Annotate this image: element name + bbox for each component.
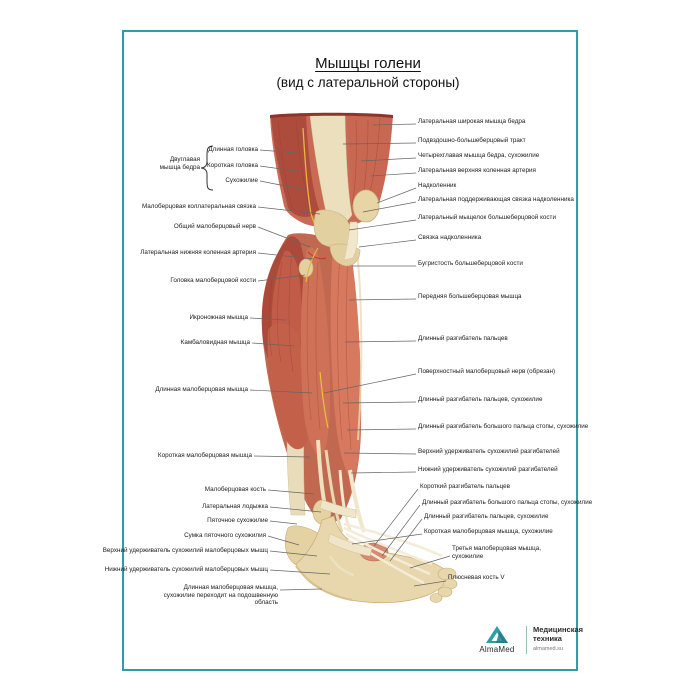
anatomy-label-right: Четырехглавая мышца бедра, сухожилие bbox=[418, 152, 540, 159]
anatomy-label-right: Короткий разгибатель пальцев bbox=[420, 483, 510, 490]
anatomy-label-left: Головка малоберцовой кости bbox=[170, 277, 256, 284]
peroneus-longus bbox=[300, 247, 330, 458]
anatomy-label-left: Камбаловидная мышца bbox=[180, 339, 250, 346]
toes bbox=[429, 567, 458, 603]
anatomy-label-right: Латеральная поддерживающая связка надкол… bbox=[418, 196, 574, 203]
ankle-foot bbox=[285, 499, 458, 604]
anatomy-label-right: Длинный разгибатель большого пальца стоп… bbox=[418, 423, 589, 430]
inferior-extensor-retinaculum bbox=[327, 533, 373, 557]
anatomy-label-left: Пяточное сухожилие bbox=[207, 517, 268, 524]
group-bracket bbox=[200, 145, 214, 191]
anatomy-label-left: Нижний удерживатель сухожилий малоберцов… bbox=[104, 566, 268, 573]
dorsal-tendon-fan bbox=[343, 522, 443, 585]
poster-frame bbox=[122, 30, 578, 671]
logo-tagline: техника bbox=[533, 633, 562, 643]
lower-leg-muscles bbox=[261, 233, 363, 524]
fibular-head bbox=[298, 258, 314, 278]
anatomy-label-left: Общий малоберцовый нерв bbox=[173, 223, 256, 230]
publisher-logo: AlmaMed Медицинская техника almamed.su bbox=[474, 626, 583, 654]
anatomy-label-right: Короткая малоберцовая мышца, сухожилие bbox=[424, 528, 553, 535]
anatomy-label-right: Передняя большеберцовая мышца bbox=[418, 293, 522, 300]
anatomy-label-left: Верхний удерживатель сухожилий малоберцо… bbox=[102, 547, 268, 554]
anatomy-label-left: Малоберцовая кость bbox=[204, 486, 266, 493]
anatomy-label-right: Длинный разгибатель большого пальца стоп… bbox=[422, 499, 593, 506]
anatomy-label-left: Сухожилие bbox=[225, 177, 258, 184]
logo-divider bbox=[526, 626, 527, 654]
anatomy-label-left: Короткая головка bbox=[207, 162, 258, 169]
anatomy-label-right: Нижний удерживатель сухожилий разгибател… bbox=[418, 466, 558, 473]
anatomy-label-right: Длинный разгибатель пальцев bbox=[418, 335, 508, 342]
logo-tagline: Медицинская bbox=[533, 625, 584, 635]
anatomy-label-right: Длинный разгибатель пальцев, сухожилие bbox=[424, 513, 549, 520]
anatomy-label-left: Латеральная нижняя коленная артерия bbox=[140, 249, 256, 256]
anatomy-label-right: Связка надколенника bbox=[418, 234, 482, 241]
extensor-digitorum-longus bbox=[330, 241, 361, 482]
anatomy-label-left: Длинная малоберцовая мышца bbox=[155, 386, 248, 393]
anatomy-label-left: Короткая малоберцовая мышца bbox=[157, 452, 252, 459]
anatomy-label-left: Латеральная лодыжка bbox=[202, 503, 268, 510]
patellar-ligament bbox=[343, 221, 359, 261]
anatomy-label-left: Икроножная мышца bbox=[189, 314, 248, 321]
poster-title: Мышцы голени bbox=[315, 55, 421, 72]
anatomy-label-right: Верхний удерживатель сухожилий разгибате… bbox=[418, 448, 560, 455]
anatomy-label-right: Латеральная широкая мышца бедра bbox=[418, 118, 526, 125]
logo-name: AlmaMed bbox=[479, 645, 515, 654]
anatomy-label-right: Надколенник bbox=[418, 182, 457, 189]
anatomy-label-left: Малоберцовая коллатеральная связка bbox=[141, 203, 256, 210]
soleus bbox=[267, 323, 308, 450]
anatomy-label-right: Длинный разгибатель пальцев, сухожилие bbox=[418, 396, 543, 403]
anatomy-label-right: Поверхностный малоберцовый нерв (обрезан… bbox=[418, 368, 556, 375]
superficial-peroneal-nerve bbox=[319, 371, 329, 429]
anatomy-label-right: Подвздошно-большеберцовый тракт bbox=[418, 137, 526, 144]
knee-bones bbox=[298, 189, 380, 283]
anatomy-label-right: Латеральная верхняя коленная артерия bbox=[418, 167, 536, 174]
anatomy-label-left: Длинная головка bbox=[208, 146, 258, 153]
anatomy-label-right: Третья малоберцовая мышца, сухожилие bbox=[452, 545, 541, 560]
anatomy-label-left: Сумка пяточного сухожилия bbox=[184, 532, 266, 539]
poster-subtitle: (вид с латеральной стороны) bbox=[276, 75, 460, 90]
anatomy-label-left: Длинная малоберцовая мышца, сухожилие пе… bbox=[163, 584, 278, 606]
anatomy-label-right: Плюсневая кость V bbox=[448, 574, 505, 581]
logo-site: almamed.su bbox=[533, 646, 563, 653]
anatomy-group-label: Двуглавая мышца бедра bbox=[159, 156, 200, 171]
leader-lines bbox=[249, 123, 451, 591]
anatomy-label-right: Бугристость большеберцовой кости bbox=[418, 260, 523, 267]
vastus-lateralis bbox=[348, 115, 392, 217]
anatomy-label-right: Латеральный мыщелок большеберцовой кости bbox=[418, 214, 556, 221]
patella bbox=[352, 189, 380, 223]
almamed-logo-icon bbox=[486, 626, 508, 643]
superior-extensor-retinaculum bbox=[319, 499, 357, 519]
